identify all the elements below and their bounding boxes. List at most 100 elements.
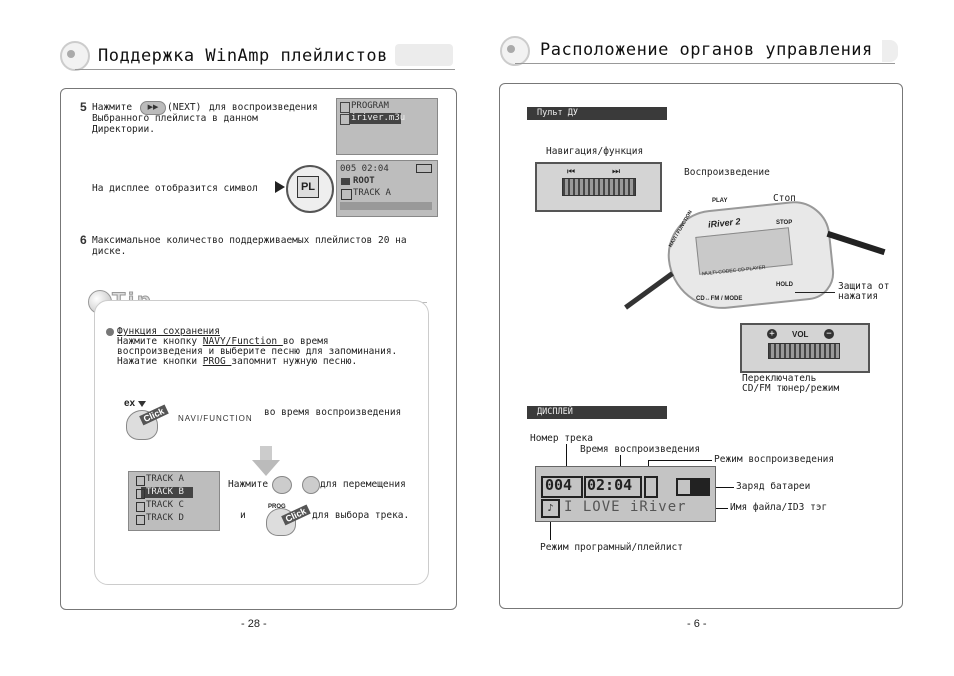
left-header-circle-icon [60, 41, 90, 71]
vol-minus-icon: − [824, 329, 834, 339]
prev-icon: ⏮ [567, 167, 576, 177]
track-item: TRACK A [146, 474, 184, 484]
left-header-line [75, 69, 455, 70]
callout-time-v [620, 455, 621, 475]
step5-lcd-line2: iriver.m3u [351, 113, 406, 123]
next-icon: ⏭ [612, 167, 621, 177]
device-play-label: PLAY [712, 198, 728, 204]
lcd-time: 02:04 [587, 476, 633, 494]
right-header-line [515, 63, 895, 64]
device-stop-label: STOP [776, 220, 793, 226]
prog-label: PROG [268, 504, 286, 510]
nav-function-label: Навигация/функция [546, 146, 644, 157]
battery-label: Заряд батареи [736, 481, 811, 492]
step6-number: 6 [80, 233, 87, 247]
pl-symbol-icon: PL [297, 176, 319, 198]
tip-line1-a: Нажмите кнопку [117, 336, 203, 347]
track-number-label: Номер трека [530, 433, 593, 444]
step5-lcd [336, 98, 438, 155]
folder-icon [341, 178, 350, 185]
navi-function-label: NAVI/FUNCTION [178, 414, 253, 423]
callout-prog-v [550, 516, 551, 540]
step6-line2: диске. [92, 246, 127, 257]
right-header-dot-icon [507, 45, 515, 53]
track-item: TRACK B [146, 487, 184, 497]
lcd-note-icon: ♪ [541, 499, 560, 518]
tip-heading: Функция сохранения [117, 326, 220, 337]
lcd2-line2: ROOT [353, 176, 375, 186]
left-page-title: Поддержка WinAmp плейлистов [98, 46, 388, 66]
pl-small-icon [341, 189, 352, 200]
nav-switch-icon [562, 178, 636, 196]
prog-mode-label: Режим програмный/плейлист [540, 542, 683, 553]
step5-text-next: (NEXT) [167, 102, 202, 113]
tip-frame [94, 300, 429, 585]
stop-label: Стоп [773, 193, 796, 204]
switch-label-1: Переключатель [742, 373, 817, 384]
display-symbol-text: На дисплее отобразится символ [92, 183, 258, 194]
tip-line1: Нажмите кнопку NAVY/Function во время [117, 336, 329, 347]
step5-text-for-playback: для воспроизведения [209, 102, 318, 113]
track-icon [136, 489, 145, 499]
arrow-right-icon [275, 181, 285, 193]
right-header-cap [882, 40, 898, 62]
device-mode-label: CD↔FM / MODE [696, 296, 743, 302]
stop-button-icon [302, 476, 320, 494]
during-playback-text: во время воспроизведения [264, 407, 402, 418]
left-page-number: - 28 - [241, 618, 267, 630]
lcd2-line3: TRACK A [353, 188, 391, 198]
right-header-circle-icon [500, 36, 530, 66]
lcd-filename: I LOVE iRiver [564, 499, 687, 515]
callout-mode-h [648, 460, 712, 461]
track-icon [136, 476, 145, 486]
switch-label-2: CD/FM тюнер/режим [742, 383, 840, 394]
hold-pointer [795, 292, 835, 293]
play-mode-label: Режим воспроизведения [714, 454, 835, 465]
lcd-time-box [584, 476, 642, 498]
track-item: TRACK D [146, 513, 184, 523]
vol-plus-icon: + [767, 329, 777, 339]
remote-tab: Пульт ДУ [527, 107, 667, 120]
lcd2-line1: 005 02:04 [340, 164, 389, 174]
tracks-lcd [128, 471, 220, 531]
filename-label: Имя файла/ID3 тэг [730, 502, 828, 513]
down-arrow-head-icon [252, 460, 280, 476]
play-label: Воспроизведение [684, 167, 770, 178]
step5-text-line2: Выбранного плейлиста в данном [92, 113, 258, 124]
track-item: TRACK C [146, 500, 184, 510]
next-button-icon: ▶▶ [140, 101, 166, 115]
step5-number: 5 [80, 100, 87, 114]
tip-bullet-icon [106, 328, 114, 336]
step5-lcd-line1: PROGRAM [351, 101, 389, 111]
track-icon [136, 502, 145, 512]
device-hold-label: HOLD [776, 282, 793, 288]
and-text: и [240, 510, 246, 521]
display-tab: ДИСПЛЕЙ [527, 406, 667, 419]
tip-line3-b: PROG [202, 356, 232, 367]
vol-label: VOL [792, 330, 809, 339]
left-header-dot-icon [67, 50, 75, 58]
right-page-number: - 6 - [687, 618, 707, 630]
lcd2-status-bar [340, 202, 432, 210]
tip-line2: воспроизведения и выберите песню для зап… [117, 346, 398, 357]
play-time-label: Время воспроизведения [580, 444, 701, 455]
down-arrow-icon [260, 446, 272, 460]
right-page-title: Расположение органов управления [540, 40, 873, 60]
ex-arrow-icon [138, 401, 146, 407]
lcd-mode-icon [644, 476, 658, 498]
step5-lcd-highlight [349, 113, 401, 124]
lcd-battery-icon [676, 478, 710, 496]
left-header-watermark [395, 44, 453, 66]
press-text: Нажмите [228, 479, 269, 490]
vol-switch-icon [768, 343, 840, 359]
track-icon [136, 515, 145, 525]
tip-line1-c: во время [282, 336, 329, 347]
ex-label: ex [124, 398, 136, 409]
tip-line3: Нажатие кнопки PROG запомнит нужную песн… [117, 356, 357, 367]
callout-track-v [566, 444, 567, 474]
program-icon [340, 102, 350, 113]
callout-battery-h [712, 487, 734, 488]
tip-line1-b: NAVY/Function [202, 336, 283, 347]
play-pause-button-icon [272, 476, 292, 494]
tip-line3-a: Нажатие кнопки [117, 356, 203, 367]
